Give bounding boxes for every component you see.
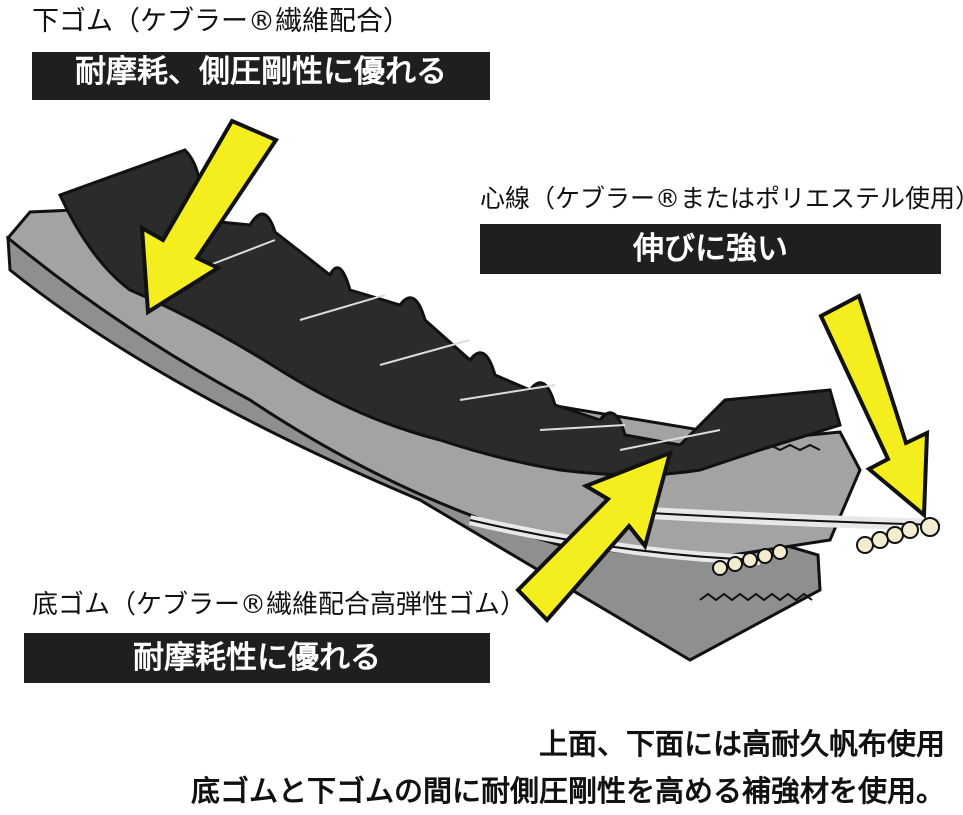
note-canvas-line: 上面、下面には高耐久帆布使用 — [538, 727, 945, 761]
bottom-rubber-feature-banner: 耐摩耗性に優れる — [24, 633, 490, 683]
top-rubber-feature-banner: 耐摩耗、側圧剛性に優れる — [32, 52, 490, 100]
arrow-to-bottom-rubber-icon — [515, 449, 673, 623]
arrow-to-core-wire-icon — [818, 293, 930, 520]
core-wire-feature-banner: 伸びに強い — [480, 224, 941, 274]
top-rubber-cogs — [57, 148, 842, 477]
serrated-edge — [699, 592, 813, 602]
top-rubber-label: 下ゴム（ケブラー®繊維配合） — [32, 6, 410, 37]
arrow-to-top-rubber-icon — [139, 118, 279, 316]
note-reinforcement-line: 底ゴムと下ゴムの間に耐側圧剛性を高める補強材を使用。 — [190, 774, 945, 808]
core-cords — [468, 504, 941, 576]
core-wire-label: 心線（ケブラー®またはポリエステル使用） — [480, 184, 963, 213]
cog-stripes — [209, 239, 721, 451]
bottom-rubber-label: 底ゴム（ケブラー®繊維配合高弾性ゴム） — [32, 590, 527, 620]
